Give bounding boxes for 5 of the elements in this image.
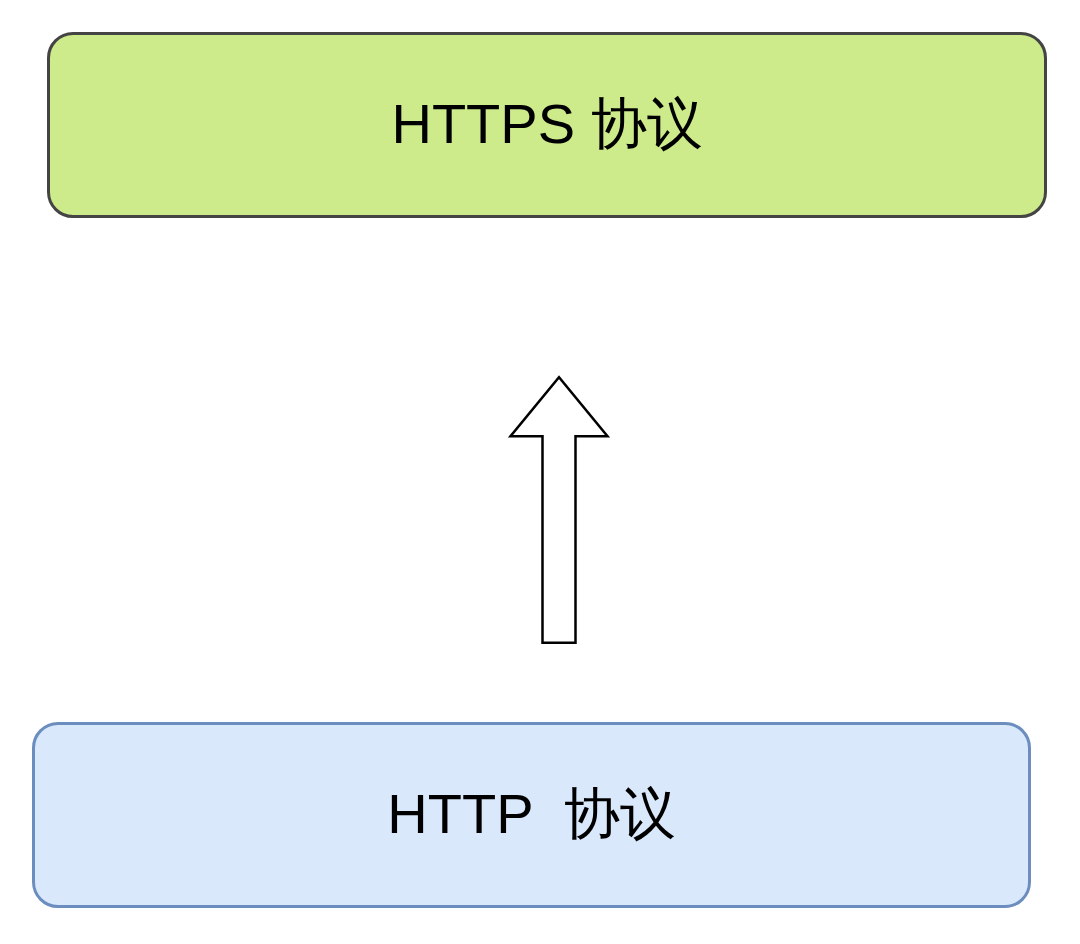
block-arrow [507,375,611,645]
protocol-box [32,722,1031,908]
protocol-label: HTTP 协议 [387,781,676,847]
protocol-box [47,32,1047,218]
protocol-label: HTTPS 协议 [391,91,703,157]
